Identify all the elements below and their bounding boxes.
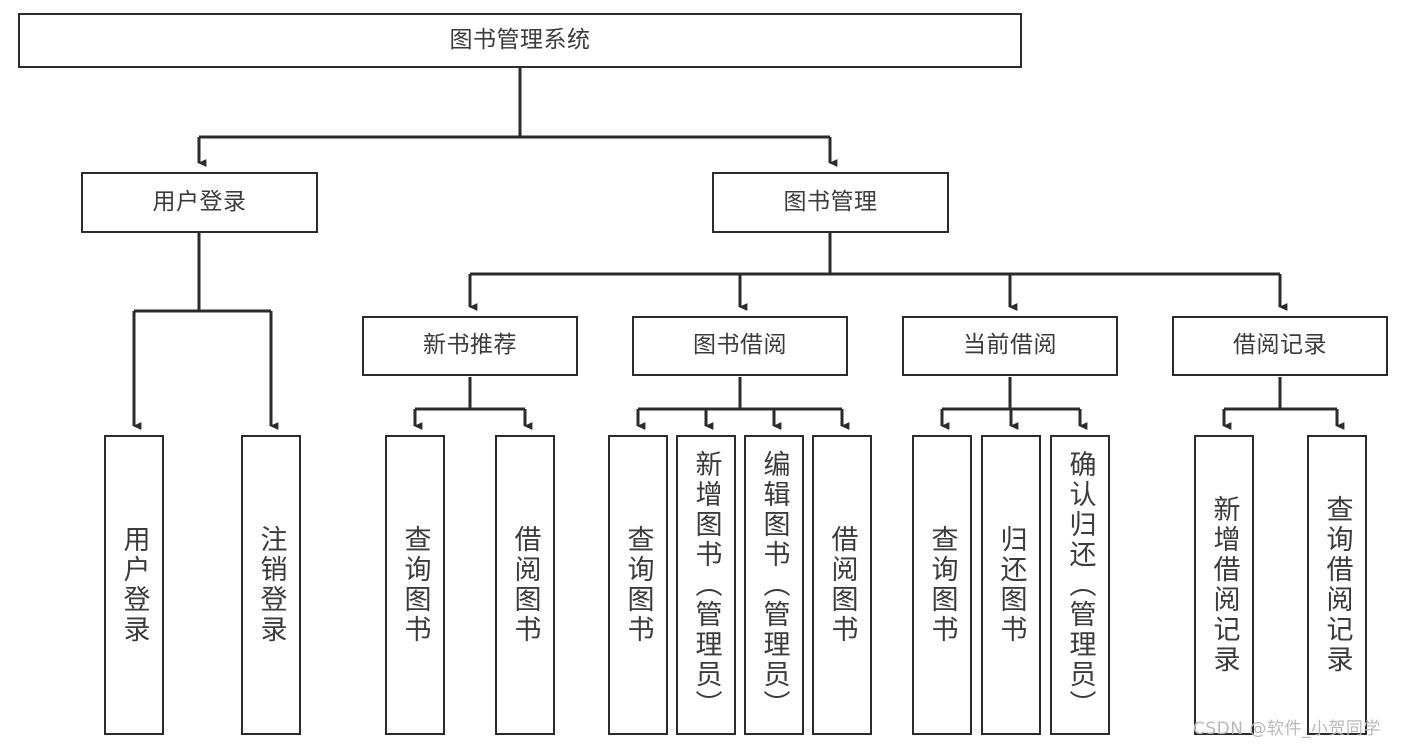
node-label: 归还图书	[995, 525, 1027, 645]
csdn-watermark: CSDN @软件_小贺同学	[1193, 719, 1381, 739]
node-label: 查询借阅记录	[1321, 495, 1353, 675]
node-label: 注销登录	[255, 525, 287, 645]
leaf-current-confirm-return-admin[interactable]: 确认归还（管理员）	[1050, 435, 1110, 735]
node-new-book-recommend[interactable]: 新书推荐	[362, 316, 578, 376]
leaf-records-add-record[interactable]: 新增借阅记录	[1194, 435, 1254, 735]
leaf-recommend-borrow-book[interactable]: 借阅图书	[495, 435, 555, 735]
node-current-borrow[interactable]: 当前借阅	[902, 316, 1118, 376]
node-label: 查询图书	[622, 525, 654, 645]
leaf-borrow-borrow-book[interactable]: 借阅图书	[812, 435, 872, 735]
node-book-management[interactable]: 图书管理	[712, 172, 949, 233]
node-label: 新增图书（管理员）	[690, 450, 722, 720]
node-label: 图书管理系统	[449, 26, 591, 53]
node-label: 图书管理	[783, 188, 878, 215]
leaf-borrow-edit-book-admin[interactable]: 编辑图书（管理员）	[744, 435, 804, 735]
node-label: 借阅记录	[1233, 332, 1327, 359]
leaf-user-login-signout[interactable]: 注销登录	[241, 435, 301, 735]
node-root-system[interactable]: 图书管理系统	[18, 13, 1022, 68]
node-label: 当前借阅	[963, 332, 1057, 359]
node-label: 新增借阅记录	[1208, 495, 1240, 675]
node-label: 编辑图书（管理员）	[758, 450, 790, 720]
node-label: 用户登录	[152, 188, 247, 215]
node-label: 查询图书	[399, 525, 431, 645]
leaf-borrow-query-book[interactable]: 查询图书	[608, 435, 668, 735]
node-label: 用户登录	[118, 525, 150, 645]
leaf-records-query-record[interactable]: 查询借阅记录	[1307, 435, 1367, 735]
leaf-current-query-book[interactable]: 查询图书	[912, 435, 972, 735]
node-label: 借阅图书	[509, 525, 541, 645]
node-book-borrow[interactable]: 图书借阅	[632, 316, 848, 376]
leaf-current-return-book[interactable]: 归还图书	[981, 435, 1041, 735]
node-label: 借阅图书	[826, 525, 858, 645]
node-label: 新书推荐	[423, 332, 517, 359]
node-user-login[interactable]: 用户登录	[81, 172, 318, 233]
node-borrow-records[interactable]: 借阅记录	[1172, 316, 1388, 376]
leaf-user-login-signin[interactable]: 用户登录	[104, 435, 164, 735]
node-label: 图书借阅	[693, 332, 787, 359]
node-label: 查询图书	[926, 525, 958, 645]
node-label: 确认归还（管理员）	[1064, 450, 1096, 720]
leaf-borrow-add-book-admin[interactable]: 新增图书（管理员）	[676, 435, 736, 735]
leaf-recommend-query-book[interactable]: 查询图书	[385, 435, 445, 735]
